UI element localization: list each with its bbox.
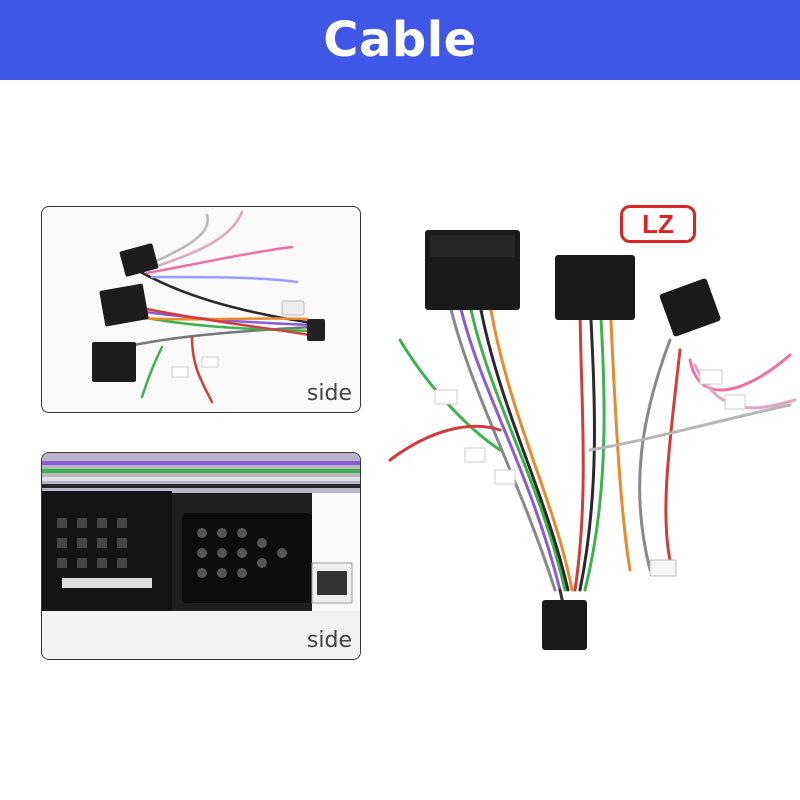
connector-closeup-panel: side [41,452,361,660]
page-title: Cable [323,12,477,68]
side-label: side [306,381,352,406]
side-label: side [306,628,352,653]
connector-closeup-illustration [42,453,360,659]
harness-side-illustration [92,210,325,404]
brand-badge-text: LZ [642,208,674,239]
brand-badge: LZ [620,205,696,243]
main-harness-illustration [388,230,797,650]
side-view-panel: side [41,206,361,413]
title-banner: Cable [0,0,800,80]
